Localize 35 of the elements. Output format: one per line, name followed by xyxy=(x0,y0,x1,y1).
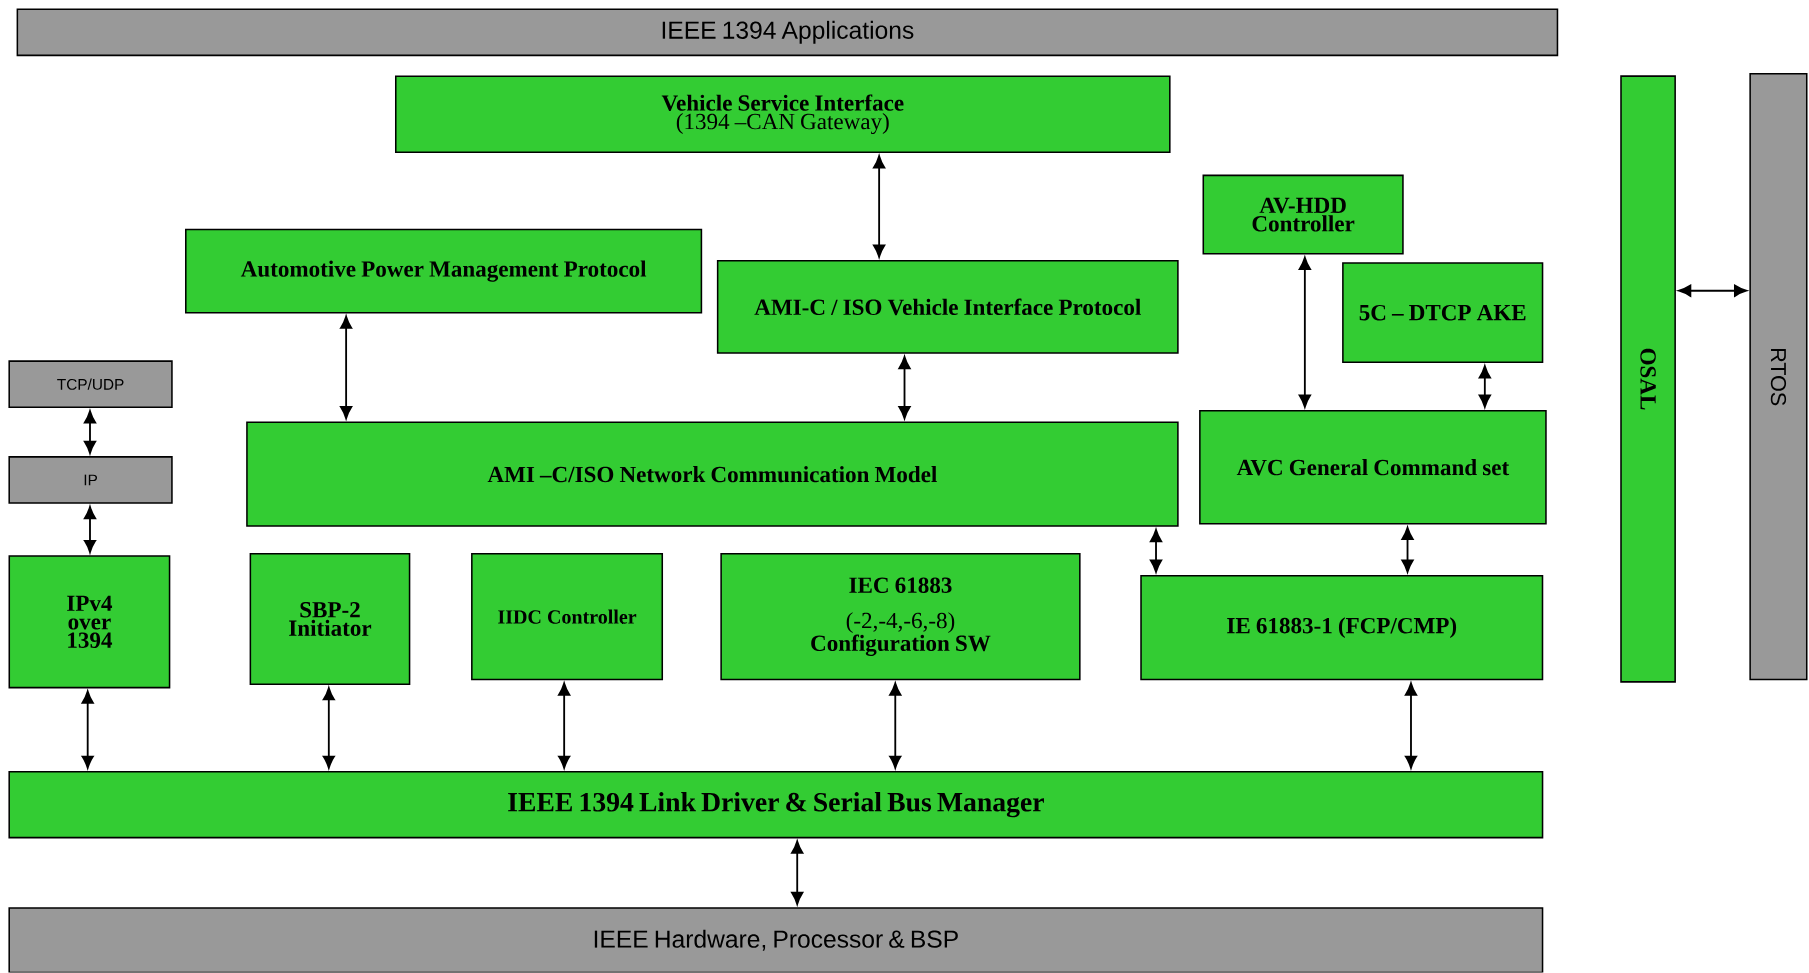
module-box: IEC 61883 (-2,-4,-6,-8) Configuration SW xyxy=(720,553,1081,681)
module-box: Vehicle Service Interface (1394 –CAN Gateway) xyxy=(395,75,1171,154)
module-box: 5C – DTCP AKE xyxy=(1342,262,1544,364)
module-box: IIDC Controller xyxy=(471,553,664,681)
arrow xyxy=(1478,365,1491,408)
layer-bar: IEEE Hardware, Processor & BSP xyxy=(8,907,1544,973)
module-box: TCP/UDP xyxy=(8,360,173,409)
module-box: IP xyxy=(8,456,173,504)
arrow xyxy=(873,155,886,258)
arrow xyxy=(83,506,97,554)
layer-bar: IEEE 1394 Applications xyxy=(16,8,1559,57)
arrow xyxy=(322,687,335,769)
arrow xyxy=(81,690,94,769)
arrow xyxy=(340,315,353,420)
arrow xyxy=(83,410,97,455)
module-box: IPv4 over 1394 xyxy=(8,555,171,689)
arrow xyxy=(1149,529,1163,573)
vertical-bar: RTOS xyxy=(1749,73,1808,681)
arrow xyxy=(889,682,902,769)
layer-bar: IEEE 1394 Link Driver & Serial Bus Manager xyxy=(8,771,1544,839)
arrow xyxy=(1678,284,1748,298)
module-box: AV-HDD Controller xyxy=(1202,174,1404,255)
module-box: AMI-C / ISO Vehicle Interface Protocol xyxy=(716,260,1179,355)
module-box: Automotive Power Management Protocol xyxy=(185,229,703,314)
module-box: IE 61883-1 (FCP/CMP) xyxy=(1140,575,1544,681)
arrow xyxy=(1401,527,1414,573)
vertical-bar: OSAL xyxy=(1620,75,1676,683)
arrow xyxy=(1298,257,1311,408)
module-box: AMI –C/ISO Network Communication Model xyxy=(246,421,1179,528)
arrow xyxy=(558,682,571,769)
arrow xyxy=(898,356,911,420)
module-box: SBP-2 Initiator xyxy=(249,553,411,686)
arrow xyxy=(1404,682,1418,769)
module-box: AVC General Command set xyxy=(1199,410,1547,525)
arrow xyxy=(791,840,804,906)
